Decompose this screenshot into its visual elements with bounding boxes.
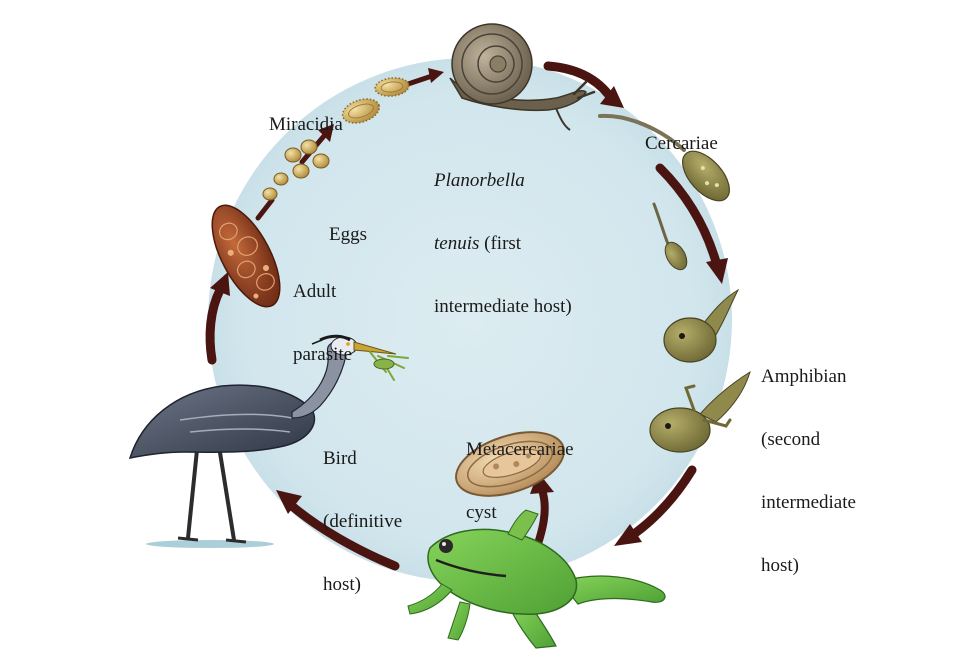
label-snail-host-line2-rest: (first — [479, 233, 522, 254]
label-metacercariae: Metacercariae cyst — [466, 397, 574, 544]
label-amphibian-line2: (second — [761, 429, 821, 450]
egg — [312, 153, 330, 169]
arrow-frog-to-bird — [287, 501, 400, 571]
label-metacercariae-line2: cyst — [466, 502, 497, 523]
label-eggs: Eggs — [329, 182, 367, 266]
tadpole — [663, 288, 740, 363]
heron — [128, 334, 409, 548]
egg — [292, 163, 310, 179]
egg — [300, 139, 318, 155]
label-adult-parasite: Adult parasite — [293, 239, 352, 386]
label-snail-host-line3: intermediate host) — [434, 296, 572, 317]
label-miracidia: Miracidia — [269, 72, 343, 156]
miracidium — [374, 77, 410, 97]
label-amphibian-host: Amphibian (second intermediate host) — [761, 324, 856, 597]
label-bird-line2: (definitive — [323, 511, 403, 532]
arrow-adult-to-eggs — [255, 197, 275, 221]
label-amphibian-line3: intermediate — [761, 492, 856, 513]
label-metacercariae-line1: Metacercariae — [466, 439, 574, 460]
water-line — [146, 540, 274, 548]
label-cercariae-text: Cercariae — [645, 133, 718, 154]
egg — [284, 147, 302, 163]
snail — [449, 23, 596, 131]
label-cercariae: Cercariae — [645, 91, 718, 175]
label-eggs-text: Eggs — [329, 224, 367, 245]
label-adult-parasite-line1: Adult — [293, 281, 337, 302]
metacercariae-cyst — [455, 431, 565, 497]
adult-parasite — [211, 204, 281, 308]
label-bird-line1: Bird — [323, 448, 357, 469]
label-bird-host: Bird (definitive host) — [323, 406, 402, 616]
arrow-snail-to-cercariae — [543, 61, 613, 99]
arrow-amphibian-to-frog — [629, 465, 697, 539]
arrow-cercariae-to-amphibian — [655, 163, 721, 267]
egg — [262, 187, 278, 201]
arrow-miracidia-to-snail — [405, 73, 435, 87]
cercaria — [598, 113, 730, 202]
label-amphibian-line1: Amphibian — [761, 366, 847, 387]
background-disc — [208, 58, 732, 582]
miracidium — [341, 98, 381, 124]
egg-cluster — [262, 139, 330, 201]
label-snail-host-line1: Planorbella — [434, 170, 525, 191]
label-bird-line3: host) — [323, 574, 361, 595]
cercaria-small — [652, 202, 688, 271]
label-snail-host-line2-italic: tenuis — [434, 233, 480, 254]
arrow-bird-to-adult — [205, 285, 225, 365]
frog — [407, 509, 666, 649]
prey-in-beak — [369, 351, 409, 381]
label-amphibian-line4: host) — [761, 555, 799, 576]
label-adult-parasite-line2: parasite — [293, 344, 353, 365]
tadpole-with-legs — [649, 370, 751, 453]
miracidia — [341, 77, 410, 124]
label-snail-host: Planorbella tenuis (first intermediate h… — [434, 128, 572, 338]
egg — [273, 172, 289, 186]
label-miracidia-text: Miracidia — [269, 114, 343, 135]
